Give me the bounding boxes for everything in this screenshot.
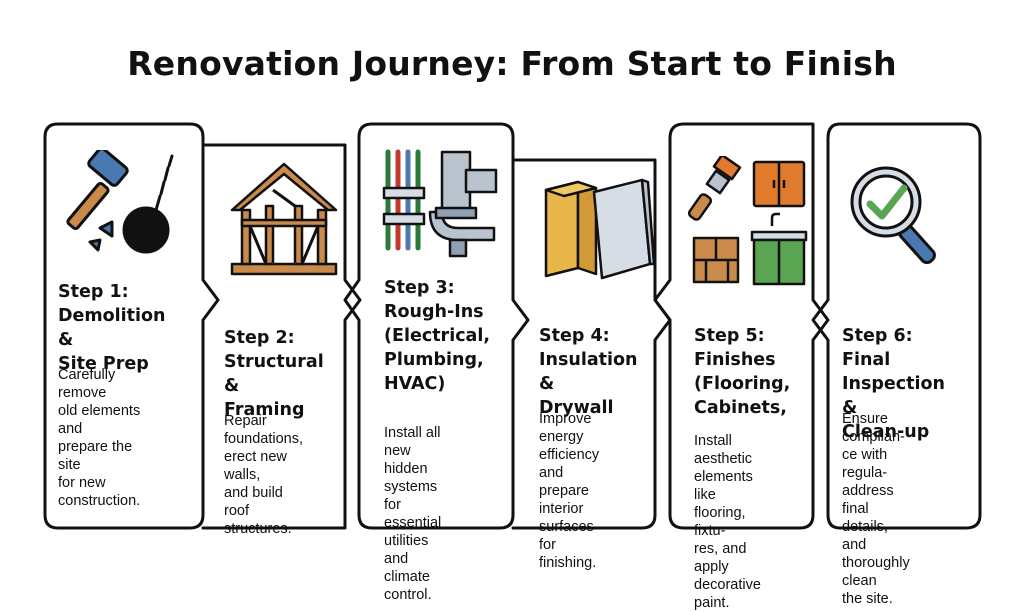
step-5-desc-line-1: Install aesthetic (694, 433, 753, 467)
step-2-desc-line-3: and build roof (224, 485, 283, 519)
step-3-desc-line-3: for essential (384, 497, 442, 531)
step-2-heading-line-2: Structural & (224, 352, 324, 396)
step-6-desc-line-4: final details, and (842, 501, 888, 553)
step-4-desc-line-4: surfaces for (539, 519, 594, 553)
step-1-heading-line-1: Step 1: (58, 282, 129, 302)
step-4-heading-line-1: Step 4: (539, 326, 610, 346)
step-6-desc-line-6: the site. (842, 591, 893, 607)
step-5-heading-line-4: Cabinets, (694, 398, 787, 418)
step-5-desc-line-3: flooring, fixtu- (694, 505, 746, 539)
insulation-drywall-icon (544, 178, 656, 280)
step-2-desc-line-4: structures. (224, 521, 292, 537)
step-3-desc-line-1: Install all new (384, 425, 441, 459)
step-3-heading-line-4: Plumbing, (384, 350, 484, 370)
step-5-heading-line-2: Finishes (694, 350, 776, 370)
house-frame-icon (230, 162, 338, 276)
step-4-desc-line-5: finishing. (539, 555, 597, 571)
step-6-desc-line-5: thoroughly clean (842, 555, 910, 589)
step-1-desc-line-5: construction. (58, 493, 141, 509)
step-2-heading-line-3: Framing (224, 400, 305, 420)
step-4-desc-line-1: Improve energy (539, 411, 592, 445)
step-2-desc-line-2: erect new walls, (224, 449, 287, 483)
step-6-desc-line-1: Ensure complian- (842, 411, 905, 445)
step-6-panel (811, 122, 982, 530)
step-4-heading-line-3: Drywall (539, 398, 614, 418)
step-3-heading-line-3: (Electrical, (384, 326, 491, 346)
step-1-desc-line-4: for new (58, 475, 106, 491)
step-5-heading-line-3: (Flooring, (694, 374, 791, 394)
step-6-heading-line-2: Inspection & (842, 374, 946, 418)
wires-and-pipes-icon (382, 149, 498, 258)
step-5-desc-line-4: res, and apply (694, 541, 747, 575)
step-1-panel (43, 122, 220, 530)
step-3-desc-line-2: hidden systems (384, 461, 438, 495)
step-4-heading-line-2: Insulation & (539, 350, 638, 394)
finishes-brush-cabinet-floor-sink-icon (688, 156, 808, 286)
step-4-desc-line-3: prepare interior (539, 483, 589, 517)
step-1-desc-line-1: Carefully remove (58, 367, 116, 401)
step-6-desc-line-2: ce with regula- (842, 447, 888, 481)
step-2-panel (201, 143, 362, 530)
step-6-heading-line-3: Clean-up (842, 422, 930, 442)
step-1-desc-line-3: prepare the site (58, 439, 133, 473)
step-4-desc-line-2: efficiency and (539, 447, 600, 481)
step-3-desc-line-4: utilities and (384, 533, 429, 567)
step-6-heading-line-1: Step 6: Final (842, 326, 913, 370)
step-flow-outline (43, 122, 982, 530)
step-6-desc-line-3: address (842, 483, 894, 499)
step-3-desc-line-5: climate control. (384, 569, 432, 603)
step-1-desc-line-2: old elements and (58, 403, 141, 437)
step-3-heading-line-5: HVAC) (384, 374, 446, 394)
step-5-desc-line-2: elements like (694, 469, 753, 503)
magnifier-checkmark-icon (850, 166, 936, 265)
step-2-desc-line-1: Repair foundations, (224, 413, 304, 447)
step-5-heading-line-1: Step 5: (694, 326, 765, 346)
step-1-heading-line-2: Demolition & (58, 306, 166, 350)
step-3-heading-line-2: Rough-Ins (384, 302, 484, 322)
step-3-panel (343, 122, 530, 530)
step-5-desc-line-5: decorative paint. (694, 577, 761, 611)
demolition-hammer-wrecking-ball-icon (66, 150, 174, 254)
step-2-heading-line-1: Step 2: (224, 328, 295, 348)
step-3-heading-line-1: Step 3: (384, 278, 455, 298)
page-title: Renovation Journey: From Start to Finish (127, 44, 897, 83)
step-1-heading-line-3: Site Prep (58, 354, 149, 374)
step-5-panel (653, 122, 830, 530)
